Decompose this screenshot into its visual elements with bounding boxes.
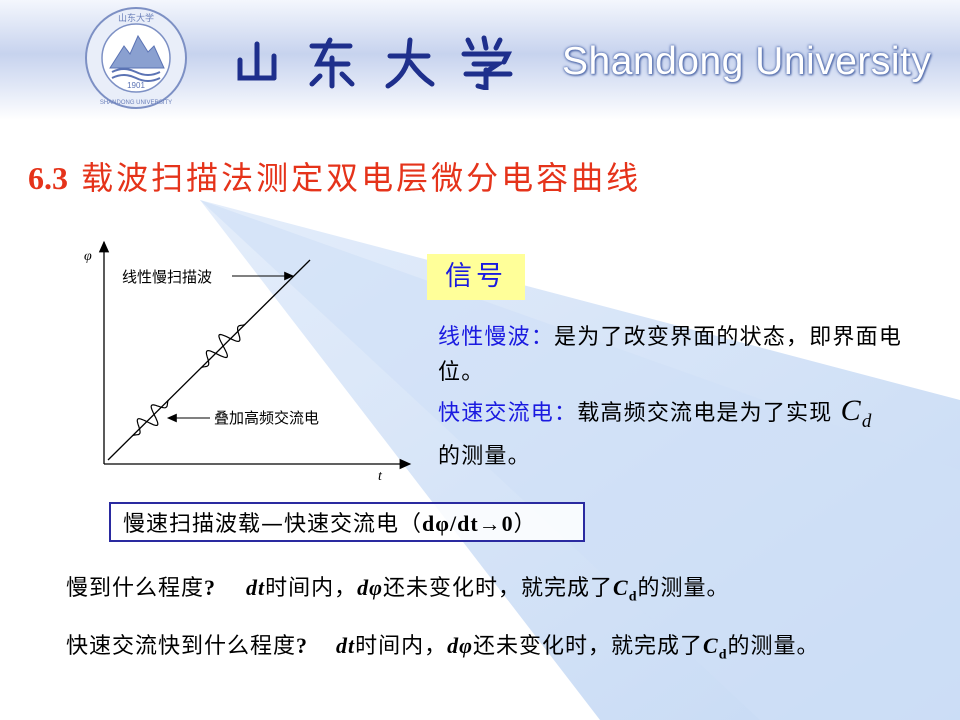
header-banner: 1901 山东大学 SHANDONG UNIVERSITY Shandong U… bbox=[0, 0, 960, 120]
annotation-ac: 叠加高频交流电 bbox=[214, 409, 319, 427]
title-text: 载波扫描法测定双电层微分电容曲线 bbox=[81, 159, 642, 197]
answer-fast: dt时间内，dφ还未变化时，就完成了Cd的测量。 bbox=[336, 633, 820, 663]
calligraphy-logo bbox=[237, 35, 513, 90]
signal-label-box: 信号 bbox=[427, 254, 525, 300]
section-number: 6.3 bbox=[28, 160, 68, 196]
paragraph-slow-wave: 线性慢波：是为了改变界面的状态，即界面电位。 bbox=[438, 325, 903, 385]
sweep-line bbox=[107, 259, 311, 461]
x-axis-label: t bbox=[378, 469, 383, 482]
term-slow-wave: 线性慢波 bbox=[438, 325, 531, 350]
fast-ac-description: 载高频交流电是为了实现 bbox=[577, 401, 833, 426]
svg-text:山东大学: 山东大学 bbox=[118, 12, 154, 24]
answer-slow: dt时间内，dφ还未变化时，就完成了Cd的测量。 bbox=[246, 575, 730, 605]
svg-text:SHANDONG UNIVERSITY: SHANDONG UNIVERSITY bbox=[100, 100, 172, 106]
oscillation-upper bbox=[200, 323, 246, 369]
term-fast-ac: 快速交流电 bbox=[438, 401, 555, 426]
formula: dφ/dt→0 bbox=[422, 511, 514, 536]
fast-ac-tail: 的测量。 bbox=[438, 444, 531, 469]
framed-statement: 慢速扫描波载—快速交流电（dφ/dt→0） bbox=[109, 502, 585, 542]
university-name: Shandong University bbox=[562, 40, 932, 83]
university-seal-icon: 1901 山东大学 SHANDONG UNIVERSITY bbox=[85, 7, 187, 109]
paragraph-fast-ac: 快速交流电：载高频交流电是为了实现 Cd 的测量。 bbox=[438, 394, 873, 469]
question-slow: 慢到什么程度? bbox=[66, 575, 217, 601]
cd-symbol: Cd bbox=[840, 394, 873, 432]
question-line-fast: 快速交流快到什么程度? dt时间内，dφ还未变化时，就完成了Cd的测量。 bbox=[66, 628, 820, 663]
slow-wave-description: 是为了改变界面的状态，即界面电位。 bbox=[438, 325, 903, 385]
annotation-sweep: 线性慢扫描波 bbox=[122, 268, 212, 286]
slide-title: 6.3 载波扫描法测定双电层微分电容曲线 bbox=[28, 153, 641, 199]
y-axis-label: φ bbox=[84, 249, 92, 264]
svg-text:1901: 1901 bbox=[127, 81, 145, 90]
question-line-slow: 慢到什么程度? dt时间内，dφ还未变化时，就完成了Cd的测量。 bbox=[66, 570, 730, 605]
oscillation-lower bbox=[131, 399, 170, 437]
sweep-diagram: φ t 线性慢扫描波 叠加高频交流电 bbox=[84, 240, 412, 482]
question-fast: 快速交流快到什么程度? bbox=[66, 633, 309, 659]
